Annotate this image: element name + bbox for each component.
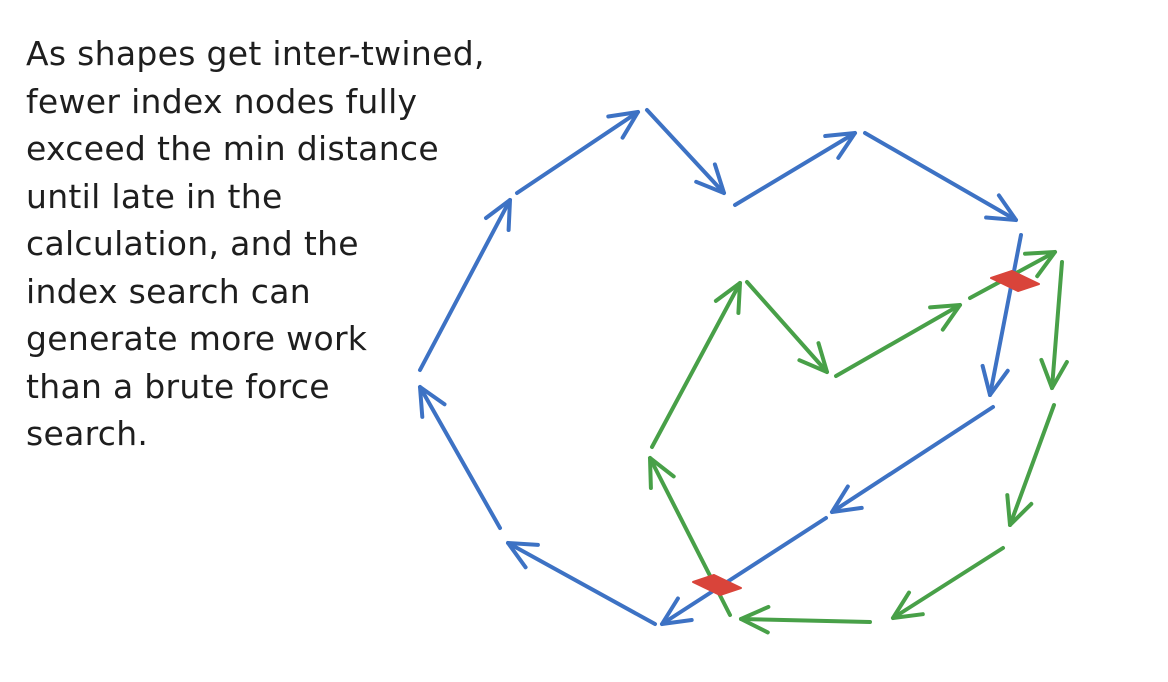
blue-edge-arrow-line [506,541,657,626]
blue-edge-arrow-line [988,233,1023,397]
green-edge-arrow-line [745,280,829,374]
arrowhead-icon [1023,250,1057,279]
arrowhead-icon [418,385,447,419]
green-edge-arrow-line [650,281,742,449]
intersection-marker [692,574,742,596]
blue-edge-arrow [645,108,726,195]
green-edge-arrow [745,280,829,374]
green-edge-arrow-line [1050,260,1064,390]
intersection-markers [692,270,1040,596]
blue-edge-arrow [515,110,640,195]
arrowhead-icon [891,590,925,620]
blue-edge-arrow-line [863,131,1018,222]
arrowhead-icon [660,596,694,626]
arrowhead-icon [1039,357,1069,390]
blue-edge-arrow [980,233,1023,397]
green-edge-arrow-line [891,546,1005,620]
blue-edge-arrow [863,131,1018,222]
arrowhead-icon [1005,493,1034,527]
caption-line: index search can [26,271,311,311]
caption-line: until late in the [26,176,283,216]
blue-edge-arrow-line [418,385,502,530]
arrowhead-icon [980,363,1010,397]
green-edge-arrow-line [834,303,962,378]
arrowhead-icon [830,484,864,514]
blue-edge-arrow [830,405,995,514]
arrowhead-icon [823,131,857,160]
caption-line: exceed the min distance [26,129,439,168]
blue-edge-arrow-line [733,131,857,207]
blue-edge-arrow [418,198,512,372]
arrowhead-icon [484,198,512,232]
intersection-marker [990,270,1040,292]
arrowhead-icon [739,604,771,635]
arrowhead-icon [606,110,640,140]
arrowhead-icon [797,341,829,374]
blue-edge-arrow-line [830,405,995,514]
arrowhead-icon [694,162,726,195]
blue-edge-arrow-line [660,516,828,626]
green-edge-arrow-line [739,617,872,624]
green-polygon [648,250,1069,635]
blue-edge-arrow-line [645,108,726,195]
arrowhead-icon [648,456,676,490]
blue-edge-arrow [660,516,828,626]
arrowhead-icon [984,193,1018,222]
caption-line: than a brute force [26,366,330,406]
caption-line: generate more work [26,319,368,358]
arrowhead-icon [506,541,540,570]
caption-line: calculation, and the [26,224,359,263]
green-edge-arrow [739,604,872,635]
caption-text: As shapes get inter-twined, fewer index … [26,30,546,458]
arrowhead-icon [928,303,962,332]
arrowhead-icon [713,281,742,315]
blue-edge-arrow-line [418,198,512,372]
green-edge-arrow [891,546,1005,620]
blue-edge-arrow-line [515,110,640,195]
caption-line: fewer index nodes fully [26,81,418,121]
blue-edge-arrow [418,385,502,530]
green-edge-arrow [1039,260,1069,390]
green-edge-arrow [1005,403,1056,527]
green-edge-arrow [834,303,962,378]
blue-edge-arrow [506,541,657,626]
blue-polygon [418,108,1023,626]
green-edge-arrow-line [1008,403,1056,527]
caption-line: As shapes get inter-twined, [26,34,485,73]
green-edge-arrow [650,281,742,449]
caption-line: search. [26,414,149,453]
blue-edge-arrow [733,131,857,207]
